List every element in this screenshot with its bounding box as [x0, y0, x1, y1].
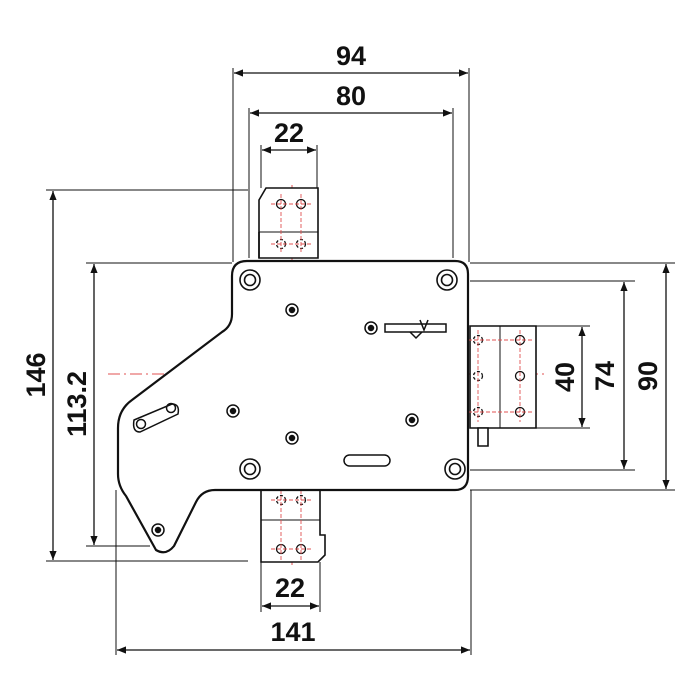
- case-details: [132, 269, 466, 537]
- key-slot: [384, 319, 447, 340]
- bottom-bolt: [260, 489, 326, 563]
- lock-case: [116, 259, 470, 554]
- oval-slot: [343, 454, 391, 467]
- angled-slot: [132, 402, 180, 433]
- dimension-labels: 94 80 22 22 141 146 113.2 40 74 90: [21, 41, 663, 647]
- dim-label-top-inner: 80: [336, 81, 366, 111]
- corner-holes: [239, 269, 466, 480]
- dim-label-left-inner: 113.2: [62, 371, 92, 437]
- right-bolt: [468, 325, 537, 447]
- screws: [151, 303, 419, 537]
- top-bolt: [258, 187, 319, 259]
- dim-label-bottom-bolt: 22: [275, 573, 305, 603]
- dim-label-top-outer: 94: [336, 41, 366, 71]
- dimension-lines: [49, 69, 670, 654]
- dim-label-right-outer: 90: [633, 361, 663, 391]
- extension-lines: [46, 68, 675, 655]
- dim-label-right-mid: 74: [590, 361, 620, 391]
- dim-label-left-outer: 146: [21, 352, 51, 397]
- dim-label-top-bolt: 22: [274, 118, 304, 148]
- dim-label-bottom-width: 141: [270, 617, 315, 647]
- dim-label-right-small: 40: [550, 362, 580, 392]
